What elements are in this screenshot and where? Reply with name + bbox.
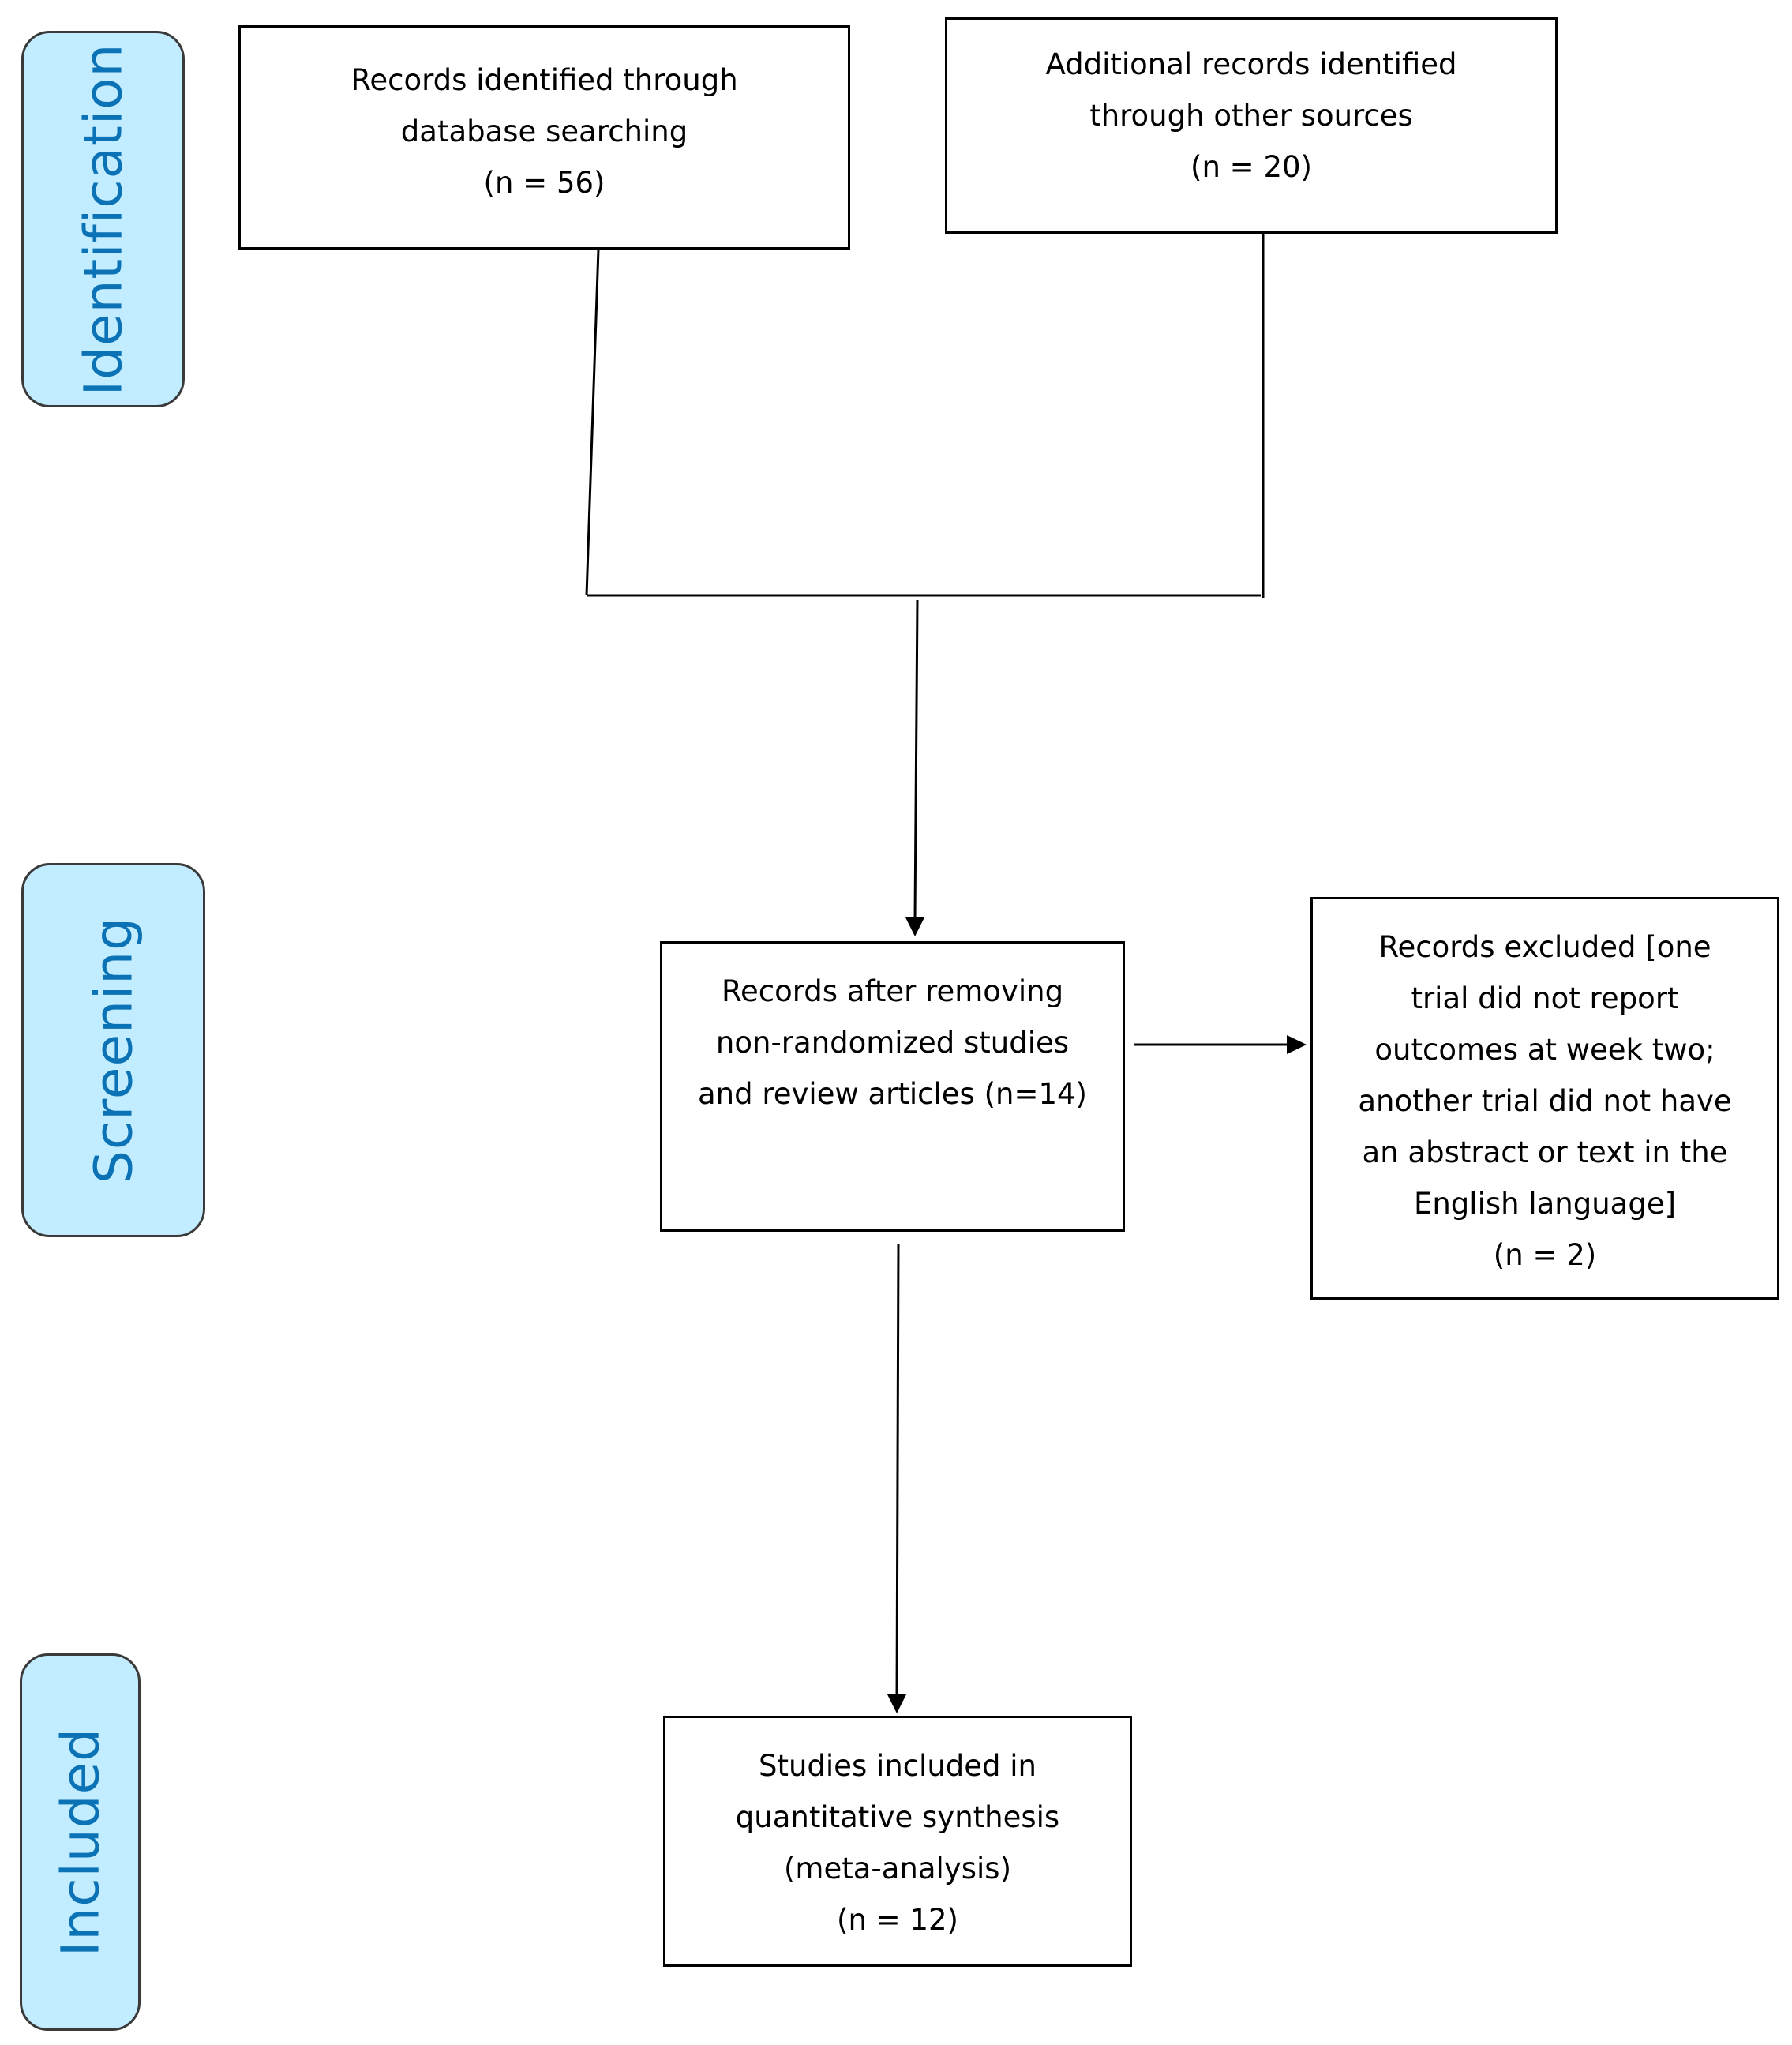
arrowhead-after-removal	[905, 917, 924, 936]
arrowhead-included	[887, 1694, 906, 1713]
stage-identification: Identification	[21, 31, 185, 407]
box-line: Records excluded [one	[1378, 930, 1711, 964]
box-line: (n = 12)	[837, 1903, 958, 1937]
records-excluded-box: Records excluded [one trial did not repo…	[1310, 897, 1779, 1300]
after-removal-box: Records after removing non-randomized st…	[660, 941, 1125, 1232]
box-line: another trial did not have	[1358, 1084, 1732, 1118]
arrow-to-included	[895, 1243, 900, 1697]
box-line: trial did not report	[1411, 981, 1679, 1015]
box-line: Studies included in	[758, 1749, 1037, 1783]
stage-screening: Screening	[21, 863, 205, 1237]
box-line: database searching	[400, 114, 688, 148]
box-line: and review articles (n=14)	[698, 1077, 1087, 1111]
box-line: (n = 56)	[483, 166, 605, 200]
arrow-to-after-removal	[913, 599, 919, 920]
box-line: Records identified through	[351, 63, 738, 97]
box-line: non-randomized studies	[715, 1026, 1070, 1060]
box-line: (n = 2)	[1493, 1238, 1597, 1272]
database-records-box: Records identified through database sear…	[238, 25, 850, 250]
box-line: through other sources	[1089, 99, 1413, 133]
box-line: English language]	[1413, 1187, 1677, 1221]
arrowhead-excluded	[1287, 1035, 1307, 1054]
box-line: an abstract or text in the	[1362, 1135, 1728, 1169]
box-line: (n = 20)	[1190, 150, 1312, 184]
box-line: Additional records identified	[1045, 47, 1457, 81]
box-line: (meta-analysis)	[783, 1852, 1011, 1886]
box-line: outcomes at week two;	[1374, 1033, 1715, 1067]
stage-included: Included	[20, 1653, 141, 2031]
connector-database-down	[585, 249, 600, 596]
studies-included-box: Studies included in quantitative synthes…	[663, 1716, 1132, 1967]
box-line: quantitative synthesis	[735, 1800, 1060, 1834]
other-sources-box: Additional records identified through ot…	[945, 17, 1558, 234]
box-line: Records after removing	[721, 974, 1064, 1008]
